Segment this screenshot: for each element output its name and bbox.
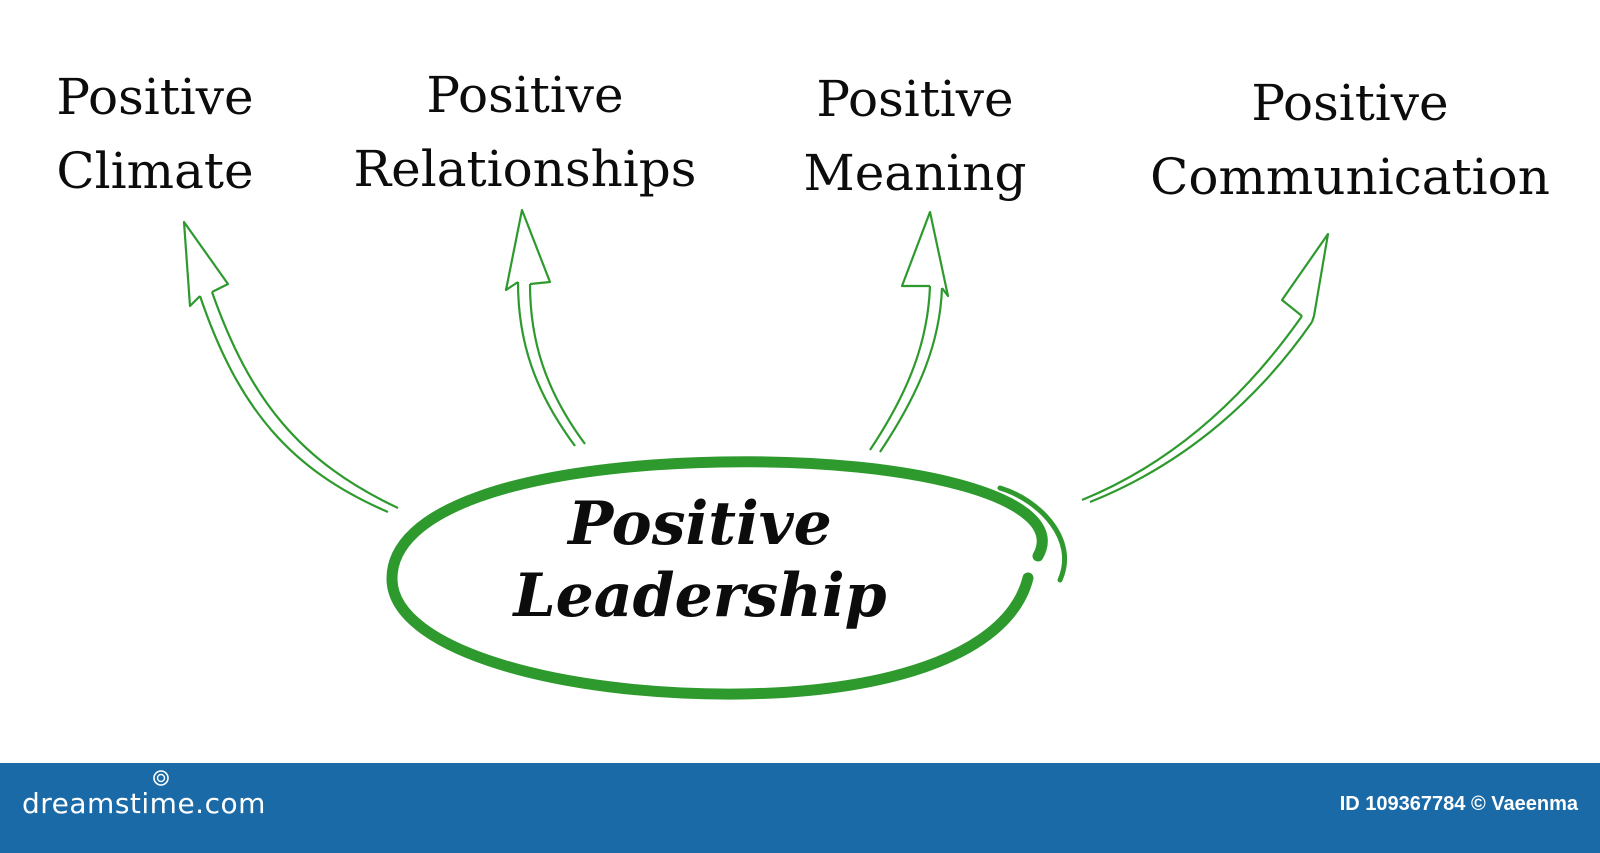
- node-positive-climate: Positive Climate: [20, 60, 290, 208]
- center-node-line1: Positive: [568, 489, 832, 559]
- node-positive-communication-line2: Communication: [1150, 148, 1550, 206]
- arrows-layer: [182, 208, 1330, 700]
- arrow-meaning: [869, 210, 950, 453]
- center-node-line2: Leadership: [513, 561, 887, 631]
- arrow-climate: [182, 220, 399, 514]
- swirl-icon: [153, 770, 169, 786]
- node-positive-relationships-line2: Relationships: [353, 140, 697, 198]
- watermark-footer-bar: dreamstime.com ID 109367784 © Vaeenma: [0, 763, 1600, 853]
- arrow-relationships: [504, 208, 586, 447]
- image-credit: ID 109367784 © Vaeenma: [1339, 793, 1578, 815]
- node-positive-communication: Positive Communication: [1115, 66, 1585, 214]
- node-positive-relationships-line1: Positive: [426, 66, 624, 124]
- center-node-positive-leadership: Positive Leadership: [440, 488, 960, 632]
- node-positive-climate-line2: Climate: [56, 142, 254, 200]
- node-positive-relationships: Positive Relationships: [325, 58, 725, 206]
- node-positive-meaning-line1: Positive: [816, 70, 1014, 128]
- node-positive-climate-line1: Positive: [56, 68, 254, 126]
- brand-logo-text[interactable]: dreamstime.com: [22, 787, 266, 820]
- node-positive-meaning-line2: Meaning: [803, 144, 1027, 202]
- center-ellipse: [386, 456, 1068, 700]
- node-positive-meaning: Positive Meaning: [780, 62, 1050, 210]
- node-positive-communication-line1: Positive: [1251, 74, 1449, 132]
- arrow-communication: [1081, 232, 1330, 504]
